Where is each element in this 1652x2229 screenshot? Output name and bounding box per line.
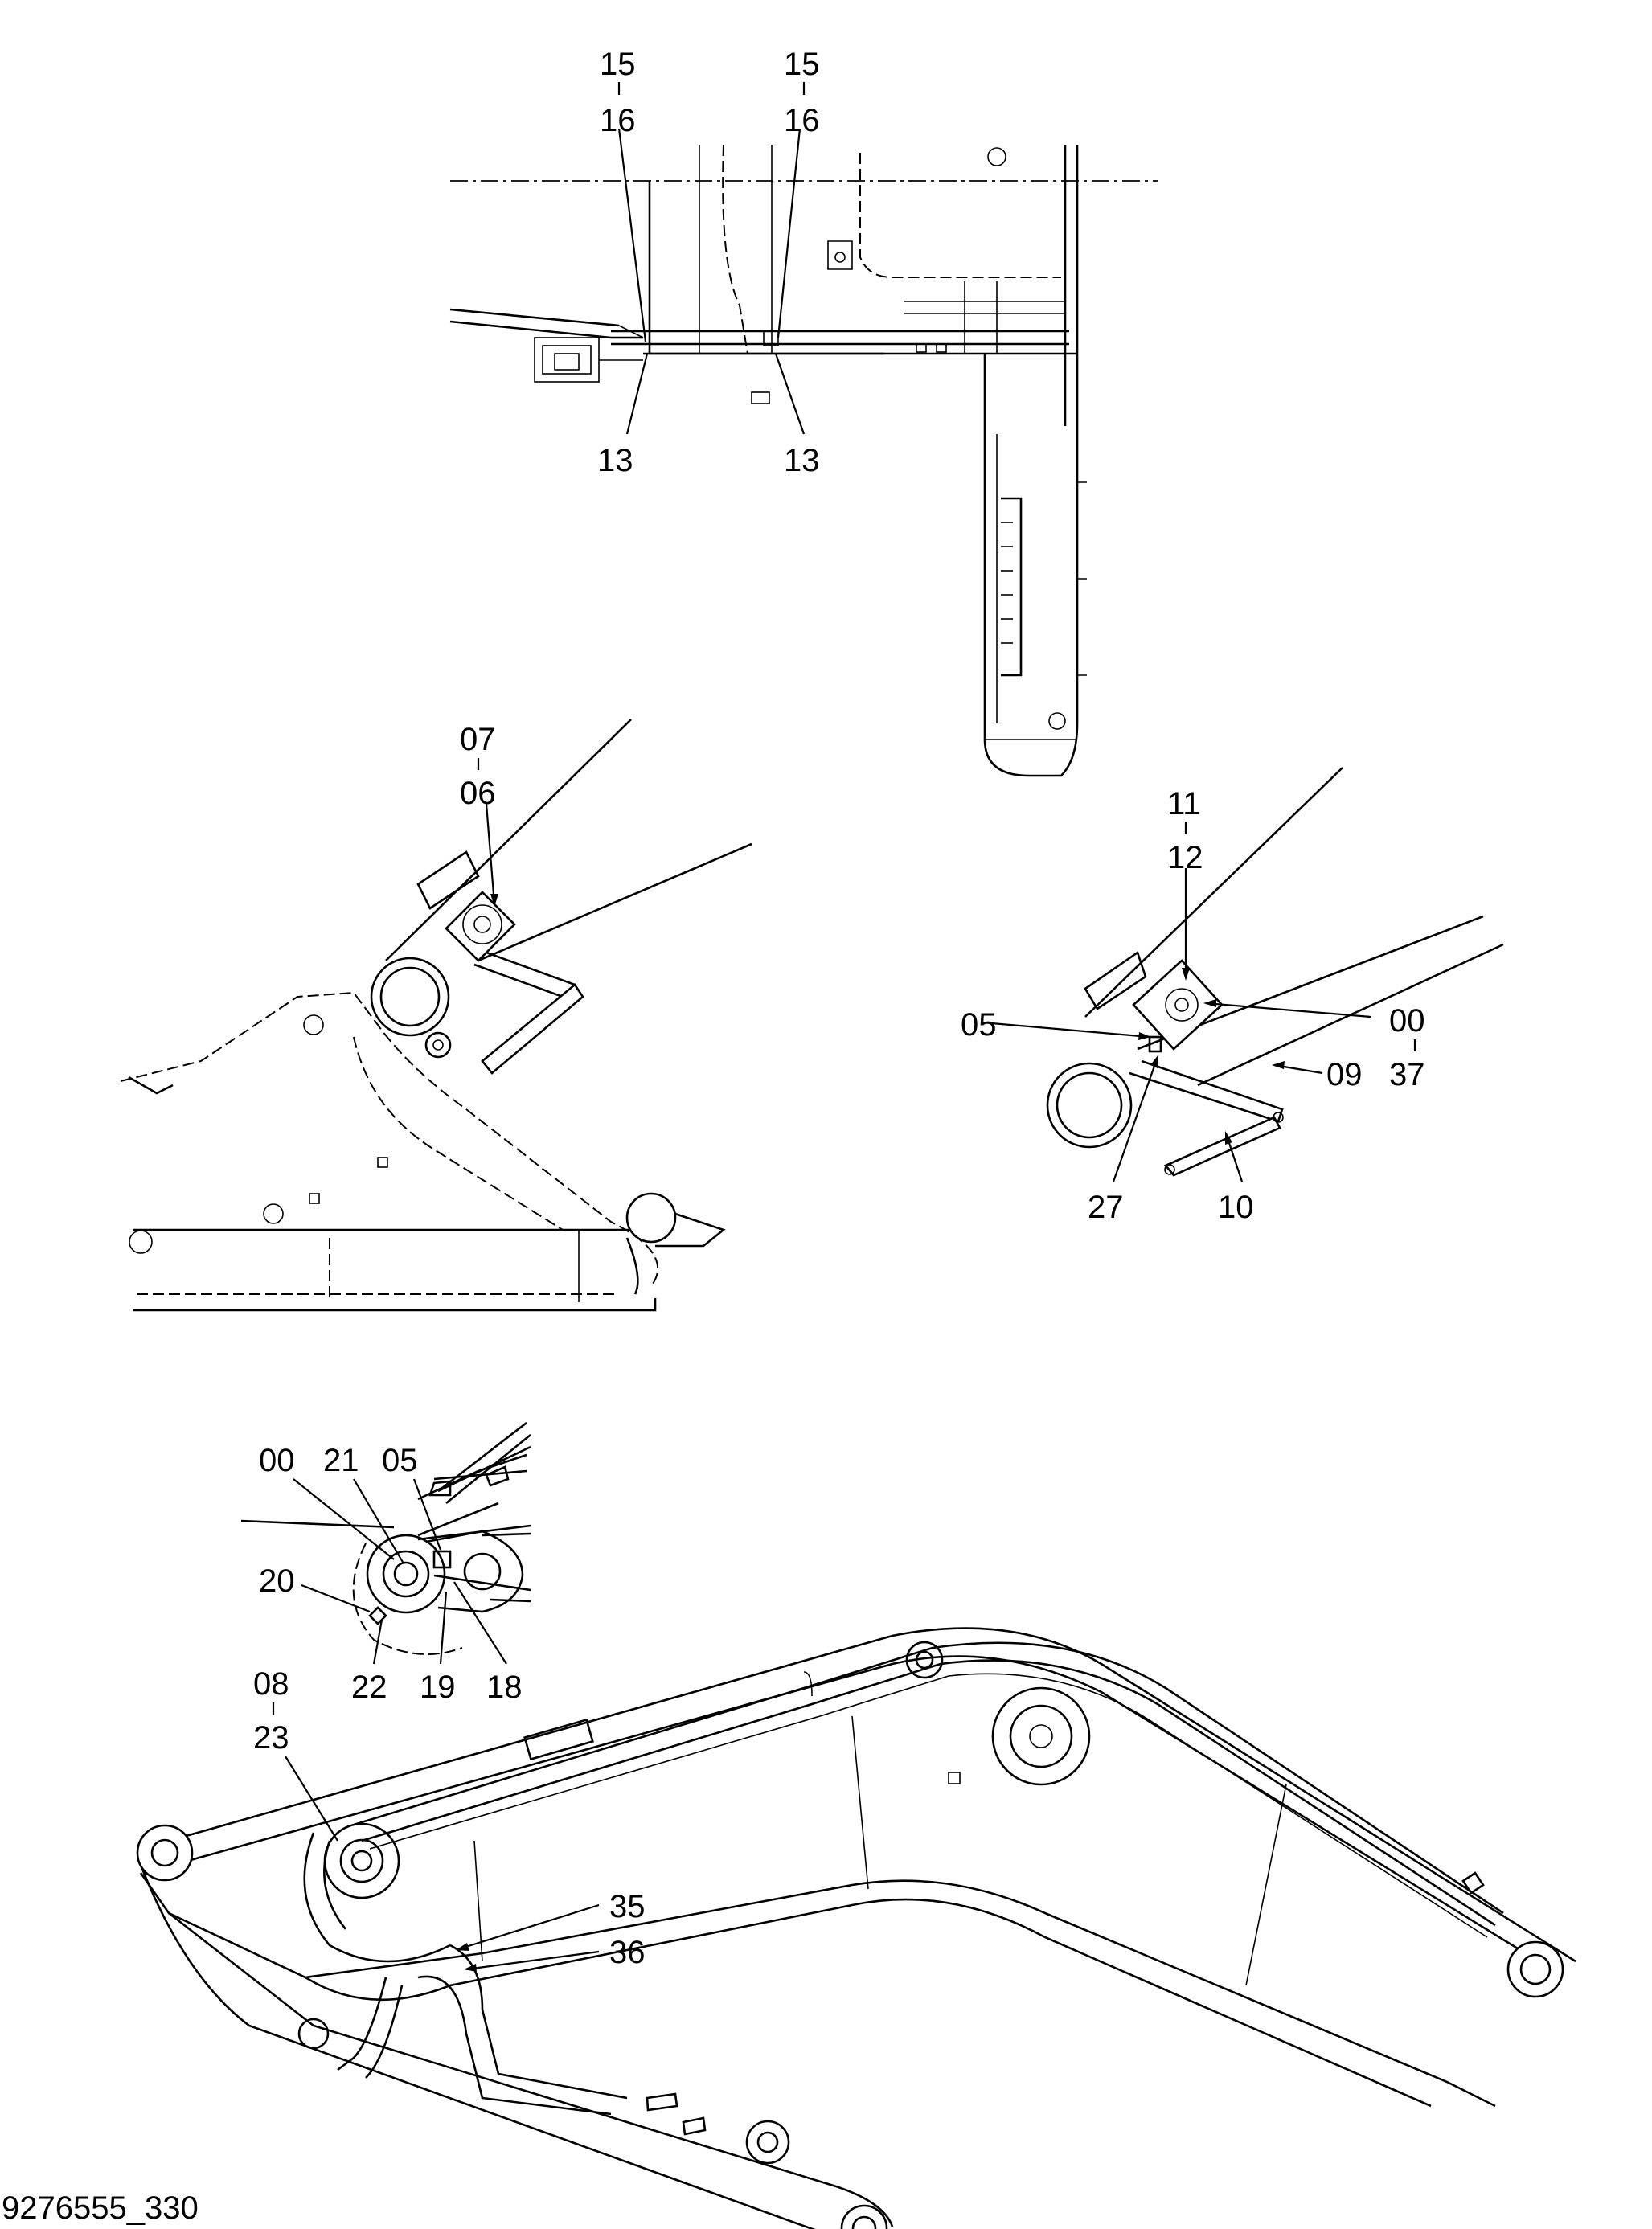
label-16-left: 16 xyxy=(600,103,636,138)
label-07: 07 xyxy=(460,722,496,757)
label-10: 10 xyxy=(1218,1190,1254,1225)
label-09: 09 xyxy=(1326,1057,1363,1092)
label-13-right: 13 xyxy=(784,443,820,478)
label-35: 35 xyxy=(609,1889,646,1924)
top-view: 15 16 15 16 13 13 xyxy=(449,47,1158,777)
label-08: 08 xyxy=(253,1666,289,1702)
label-pin-00: 00 xyxy=(259,1443,295,1478)
arm-ticks xyxy=(1001,522,1013,644)
label-36: 36 xyxy=(609,1935,646,1970)
boom-view: 08 23 35 36 xyxy=(136,1627,1576,2229)
label-pin-22: 22 xyxy=(351,1670,387,1705)
label-11: 11 xyxy=(1167,786,1201,822)
label-37: 37 xyxy=(1389,1057,1425,1092)
label-05: 05 xyxy=(961,1007,997,1043)
label-12: 12 xyxy=(1167,840,1203,875)
pin-detail: 00 21 05 20 22 19 18 xyxy=(240,1421,531,1705)
label-pin-20: 20 xyxy=(259,1563,295,1599)
detail-view: 11 12 05 00 37 09 27 10 xyxy=(961,767,1504,1225)
label-16-right: 16 xyxy=(784,103,820,138)
drawing-id: 9276555_330 xyxy=(2,2190,199,2226)
label-06: 06 xyxy=(460,776,496,811)
label-15-left: 15 xyxy=(600,47,636,82)
label-27: 27 xyxy=(1088,1190,1124,1225)
side-view: 07 06 xyxy=(120,719,752,1312)
label-13-left: 13 xyxy=(597,443,633,478)
label-pin-18: 18 xyxy=(486,1670,523,1705)
label-00: 00 xyxy=(1389,1003,1425,1039)
label-15-right: 15 xyxy=(784,47,820,82)
label-pin-21: 21 xyxy=(323,1443,359,1478)
label-pin-05: 05 xyxy=(382,1443,418,1478)
label-23: 23 xyxy=(253,1720,289,1756)
label-pin-19: 19 xyxy=(420,1670,456,1705)
